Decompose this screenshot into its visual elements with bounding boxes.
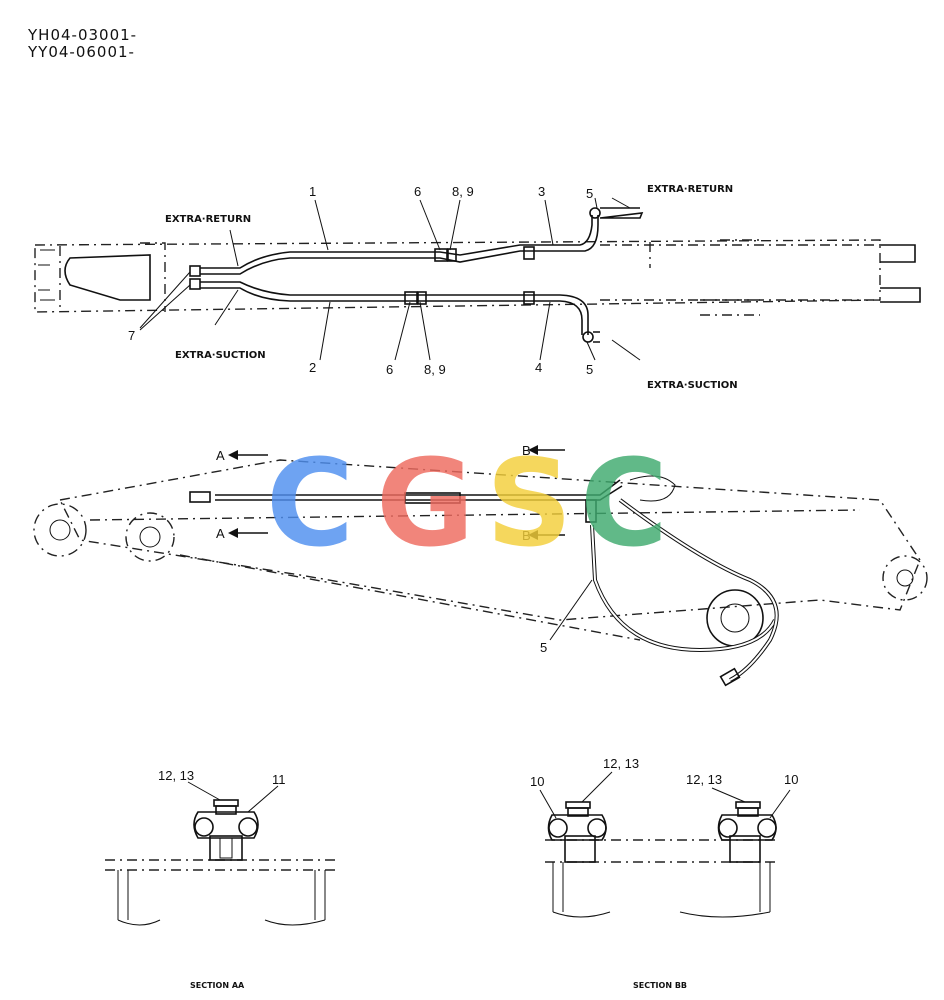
serial-range-2: YY04-06001- xyxy=(28,43,135,61)
watermark: C G S C xyxy=(266,435,668,574)
section-aa-caption: SECTION AA xyxy=(190,981,245,990)
section-marker-b-top: B xyxy=(522,443,531,458)
callout-3: 3 xyxy=(538,184,545,199)
callout-2: 2 xyxy=(309,360,316,375)
callout-4: 4 xyxy=(535,360,542,375)
extra-return-left-label: EXTRA·RETURN xyxy=(165,214,251,225)
callout-5-top: 5 xyxy=(586,186,593,201)
callout-7: 7 xyxy=(128,328,135,343)
extra-return-right-label: EXTRA·RETURN xyxy=(647,184,733,195)
callout-6-top: 6 xyxy=(414,184,421,199)
callout-12-13-bb-left: 12, 13 xyxy=(603,756,639,771)
section-marker-a-bottom: A xyxy=(216,526,225,541)
extra-suction-right-label: EXTRA·SUCTION xyxy=(647,380,738,391)
section-marker-b-bottom: B xyxy=(522,528,531,543)
callout-10-bb-right: 10 xyxy=(784,772,798,787)
extra-suction-left-label: EXTRA·SUCTION xyxy=(175,350,266,361)
section-bb-caption: SECTION BB xyxy=(633,981,687,990)
callout-8-9-top: 8, 9 xyxy=(452,184,474,199)
section-aa: 12, 13 11 SECTION AA xyxy=(105,768,335,990)
watermark-letter-c2: C xyxy=(580,435,668,574)
callout-8-9-bottom: 8, 9 xyxy=(424,362,446,377)
callout-5-bottom: 5 xyxy=(586,362,593,377)
watermark-letter-c1: C xyxy=(266,435,354,574)
side-view-arm: A A B B 5 xyxy=(33,443,928,687)
serial-range-1: YH04-03001- xyxy=(28,26,138,44)
top-view-arm: EXTRA·RETURN EXTRA·SUCTION EXTRA·RETURN … xyxy=(34,184,921,391)
callout-12-13-bb-right: 12, 13 xyxy=(686,772,722,787)
callout-1: 1 xyxy=(309,184,316,199)
watermark-letter-g: G xyxy=(376,435,475,574)
section-bb: 10 12, 13 12, 13 10 SECTION BB xyxy=(530,756,798,990)
callout-10-bb-left: 10 xyxy=(530,774,544,789)
callout-11-aa: 11 xyxy=(272,772,286,787)
callout-6-bottom: 6 xyxy=(386,362,393,377)
callout-12-13-aa: 12, 13 xyxy=(158,768,194,783)
section-marker-a-top: A xyxy=(216,448,225,463)
watermark-letter-s: S xyxy=(486,435,572,574)
callout-5-side: 5 xyxy=(540,640,547,655)
